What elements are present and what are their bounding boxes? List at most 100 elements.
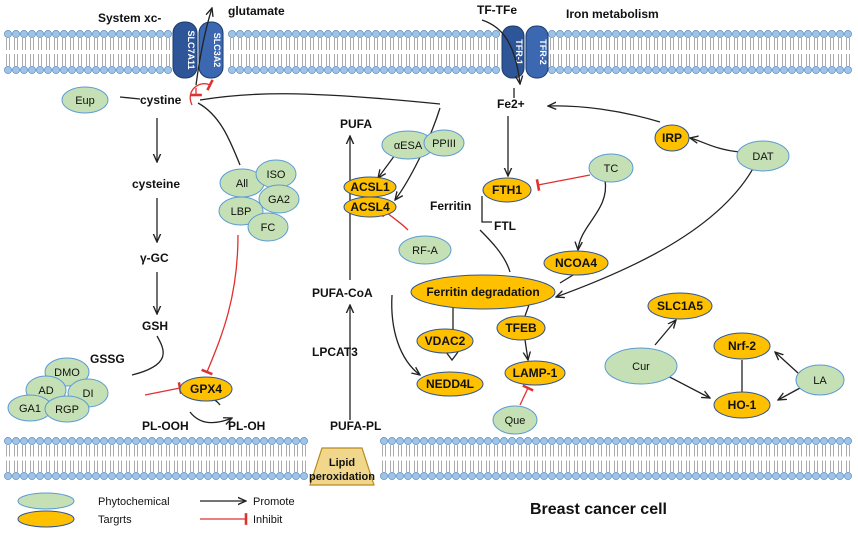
lipid-head bbox=[724, 437, 732, 445]
lipid-head bbox=[732, 30, 740, 38]
ggc-label: γ-GC bbox=[140, 251, 169, 265]
lipid-head bbox=[524, 437, 532, 445]
lipid-head bbox=[124, 66, 132, 74]
lipid-head bbox=[116, 472, 124, 480]
lipid-head bbox=[156, 437, 164, 445]
lipid-head bbox=[612, 472, 620, 480]
lipid-head bbox=[668, 66, 676, 74]
svg-text:TC: TC bbox=[604, 163, 619, 175]
lipid-head bbox=[100, 66, 108, 74]
lipid-head bbox=[108, 472, 116, 480]
lipid-head bbox=[628, 30, 636, 38]
svg-text:All: All bbox=[236, 178, 248, 190]
lipid-head bbox=[548, 472, 556, 480]
lipid-head bbox=[684, 30, 692, 38]
lipid-head bbox=[180, 437, 188, 445]
lipid-head bbox=[596, 66, 604, 74]
svg-text:AD: AD bbox=[38, 385, 53, 397]
lipid-head bbox=[692, 437, 700, 445]
gssg-label: GSSG bbox=[90, 352, 125, 366]
lipid-head bbox=[412, 437, 420, 445]
fe2-label: Fe2+ bbox=[497, 97, 525, 111]
lipid-head bbox=[396, 30, 404, 38]
lipid-head bbox=[820, 30, 828, 38]
lipid-head bbox=[420, 472, 428, 480]
lipid-head bbox=[84, 437, 92, 445]
lipid-head bbox=[580, 472, 588, 480]
lipid-head bbox=[404, 437, 412, 445]
svg-text:Lipid: Lipid bbox=[329, 457, 355, 469]
lipid-head bbox=[44, 30, 52, 38]
lipid-head bbox=[4, 66, 12, 74]
lipid-head bbox=[116, 66, 124, 74]
lipid-head bbox=[804, 30, 812, 38]
lipid-head bbox=[116, 30, 124, 38]
lipid-head bbox=[468, 437, 476, 445]
lipid-head bbox=[740, 437, 748, 445]
lipid-head bbox=[652, 437, 660, 445]
lipid-head bbox=[604, 472, 612, 480]
lipid-head bbox=[804, 66, 812, 74]
svg-text:Eup: Eup bbox=[75, 95, 95, 107]
lipid-head bbox=[420, 66, 428, 74]
lipid-head bbox=[388, 437, 396, 445]
svg-text:HO-1: HO-1 bbox=[728, 398, 757, 412]
lipid-head bbox=[780, 30, 788, 38]
lipid-head bbox=[396, 437, 404, 445]
lipid-head bbox=[244, 472, 252, 480]
lipid-head bbox=[452, 472, 460, 480]
lipid-head bbox=[260, 472, 268, 480]
lipid-head bbox=[292, 30, 300, 38]
lipid-head bbox=[396, 472, 404, 480]
lipid-head bbox=[100, 472, 108, 480]
lipid-head bbox=[420, 437, 428, 445]
lipid-head bbox=[36, 437, 44, 445]
lipid-head bbox=[716, 437, 724, 445]
lipid-head bbox=[412, 66, 420, 74]
lipid-head bbox=[572, 437, 580, 445]
lipid-head bbox=[36, 30, 44, 38]
lipid-head bbox=[756, 472, 764, 480]
lipid-head bbox=[812, 437, 820, 445]
lipid-head bbox=[172, 472, 180, 480]
lipid-head bbox=[108, 437, 116, 445]
glutamate-label: glutamate bbox=[228, 4, 285, 18]
lipid-head bbox=[660, 437, 668, 445]
svg-text:PPIII: PPIII bbox=[432, 138, 456, 150]
lipid-head bbox=[68, 437, 76, 445]
lipid-head bbox=[428, 472, 436, 480]
lipid-head bbox=[700, 437, 708, 445]
target-vdac2: VDAC2 bbox=[416, 328, 474, 354]
lipid-head bbox=[260, 30, 268, 38]
lipid-head bbox=[20, 472, 28, 480]
lipid-head bbox=[12, 472, 20, 480]
lipid-head bbox=[12, 66, 20, 74]
lipid-head bbox=[620, 472, 628, 480]
lipid-head bbox=[236, 437, 244, 445]
lipid-head bbox=[772, 472, 780, 480]
lipid-head bbox=[764, 472, 772, 480]
lipid-head bbox=[652, 30, 660, 38]
lipid-head bbox=[132, 30, 140, 38]
lipid-head bbox=[356, 30, 364, 38]
pufa-pl-label: PUFA-PL bbox=[330, 419, 381, 433]
lipid-head bbox=[292, 472, 300, 480]
lipid-head bbox=[684, 472, 692, 480]
lipid-head bbox=[260, 437, 268, 445]
lipid-head bbox=[148, 437, 156, 445]
lipid-head bbox=[468, 30, 476, 38]
lipid-head bbox=[228, 30, 236, 38]
lipid-head bbox=[12, 437, 20, 445]
lipid-head bbox=[4, 437, 12, 445]
lipid-head bbox=[740, 30, 748, 38]
lipid-head bbox=[676, 66, 684, 74]
lipid-head bbox=[652, 472, 660, 480]
lipid-head bbox=[636, 437, 644, 445]
phyto-cur: Cur bbox=[604, 347, 678, 385]
lipid-head bbox=[20, 66, 28, 74]
lipid-head bbox=[692, 472, 700, 480]
lipid-head bbox=[772, 437, 780, 445]
svg-text:VDAC2: VDAC2 bbox=[425, 334, 466, 348]
lipid-head bbox=[140, 437, 148, 445]
lipid-head bbox=[380, 472, 388, 480]
